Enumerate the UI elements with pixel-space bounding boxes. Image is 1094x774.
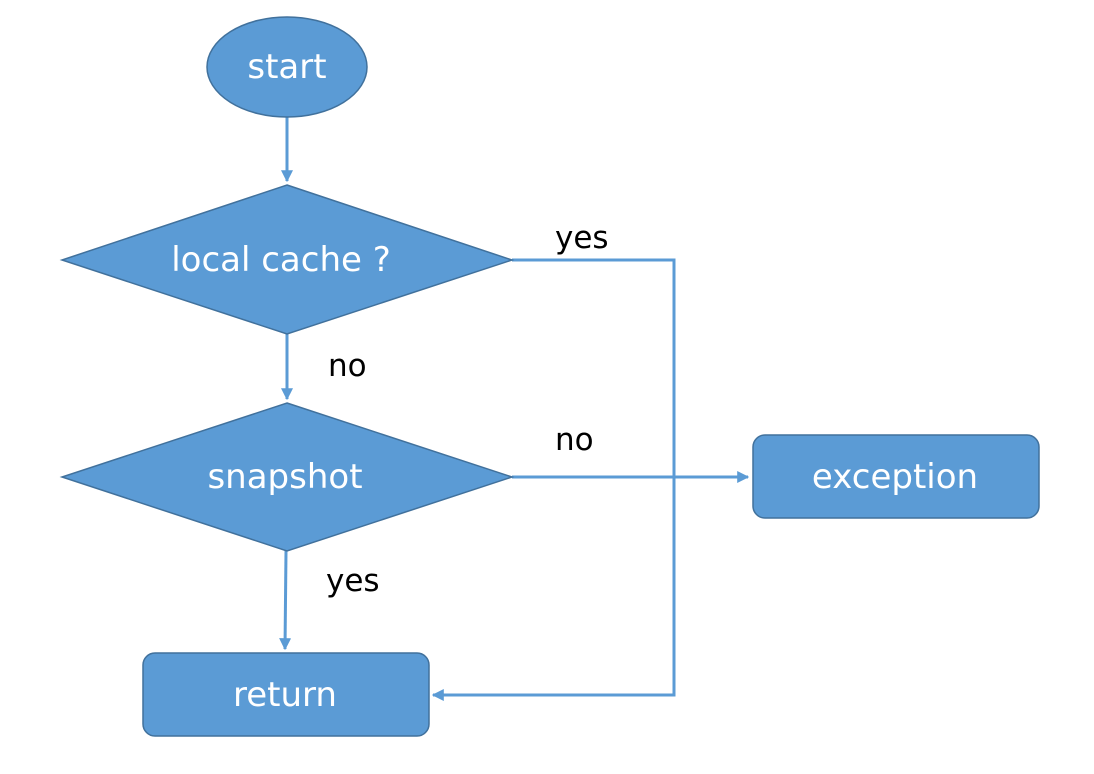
node-local-cache-shape [59,184,515,335]
node-snapshot-decision: snapshot [59,402,515,552]
node-start-label: start [247,47,326,87]
node-return-shape [142,652,430,737]
node-snapshot-shape [59,402,515,552]
node-start: start [206,16,368,118]
edge-snapshot-yes-to-return [279,550,292,651]
node-start-shape [206,16,368,118]
edge-label-snapshot-yes: yes [326,563,380,599]
node-exception: exception [752,434,1040,519]
node-snapshot-label: snapshot [207,457,362,497]
node-return-label: return [233,675,337,715]
edge-label-local-cache-yes: yes [555,220,609,256]
edge-label-snapshot-no: no [555,422,594,458]
node-local-cache-label: local cache ? [171,240,391,280]
node-exception-label: exception [812,457,978,497]
node-local-cache-decision: local cache ? [59,184,515,335]
node-return: return [142,652,430,737]
edge-label-local-cache-no: no [328,348,367,384]
node-exception-shape [752,434,1040,519]
